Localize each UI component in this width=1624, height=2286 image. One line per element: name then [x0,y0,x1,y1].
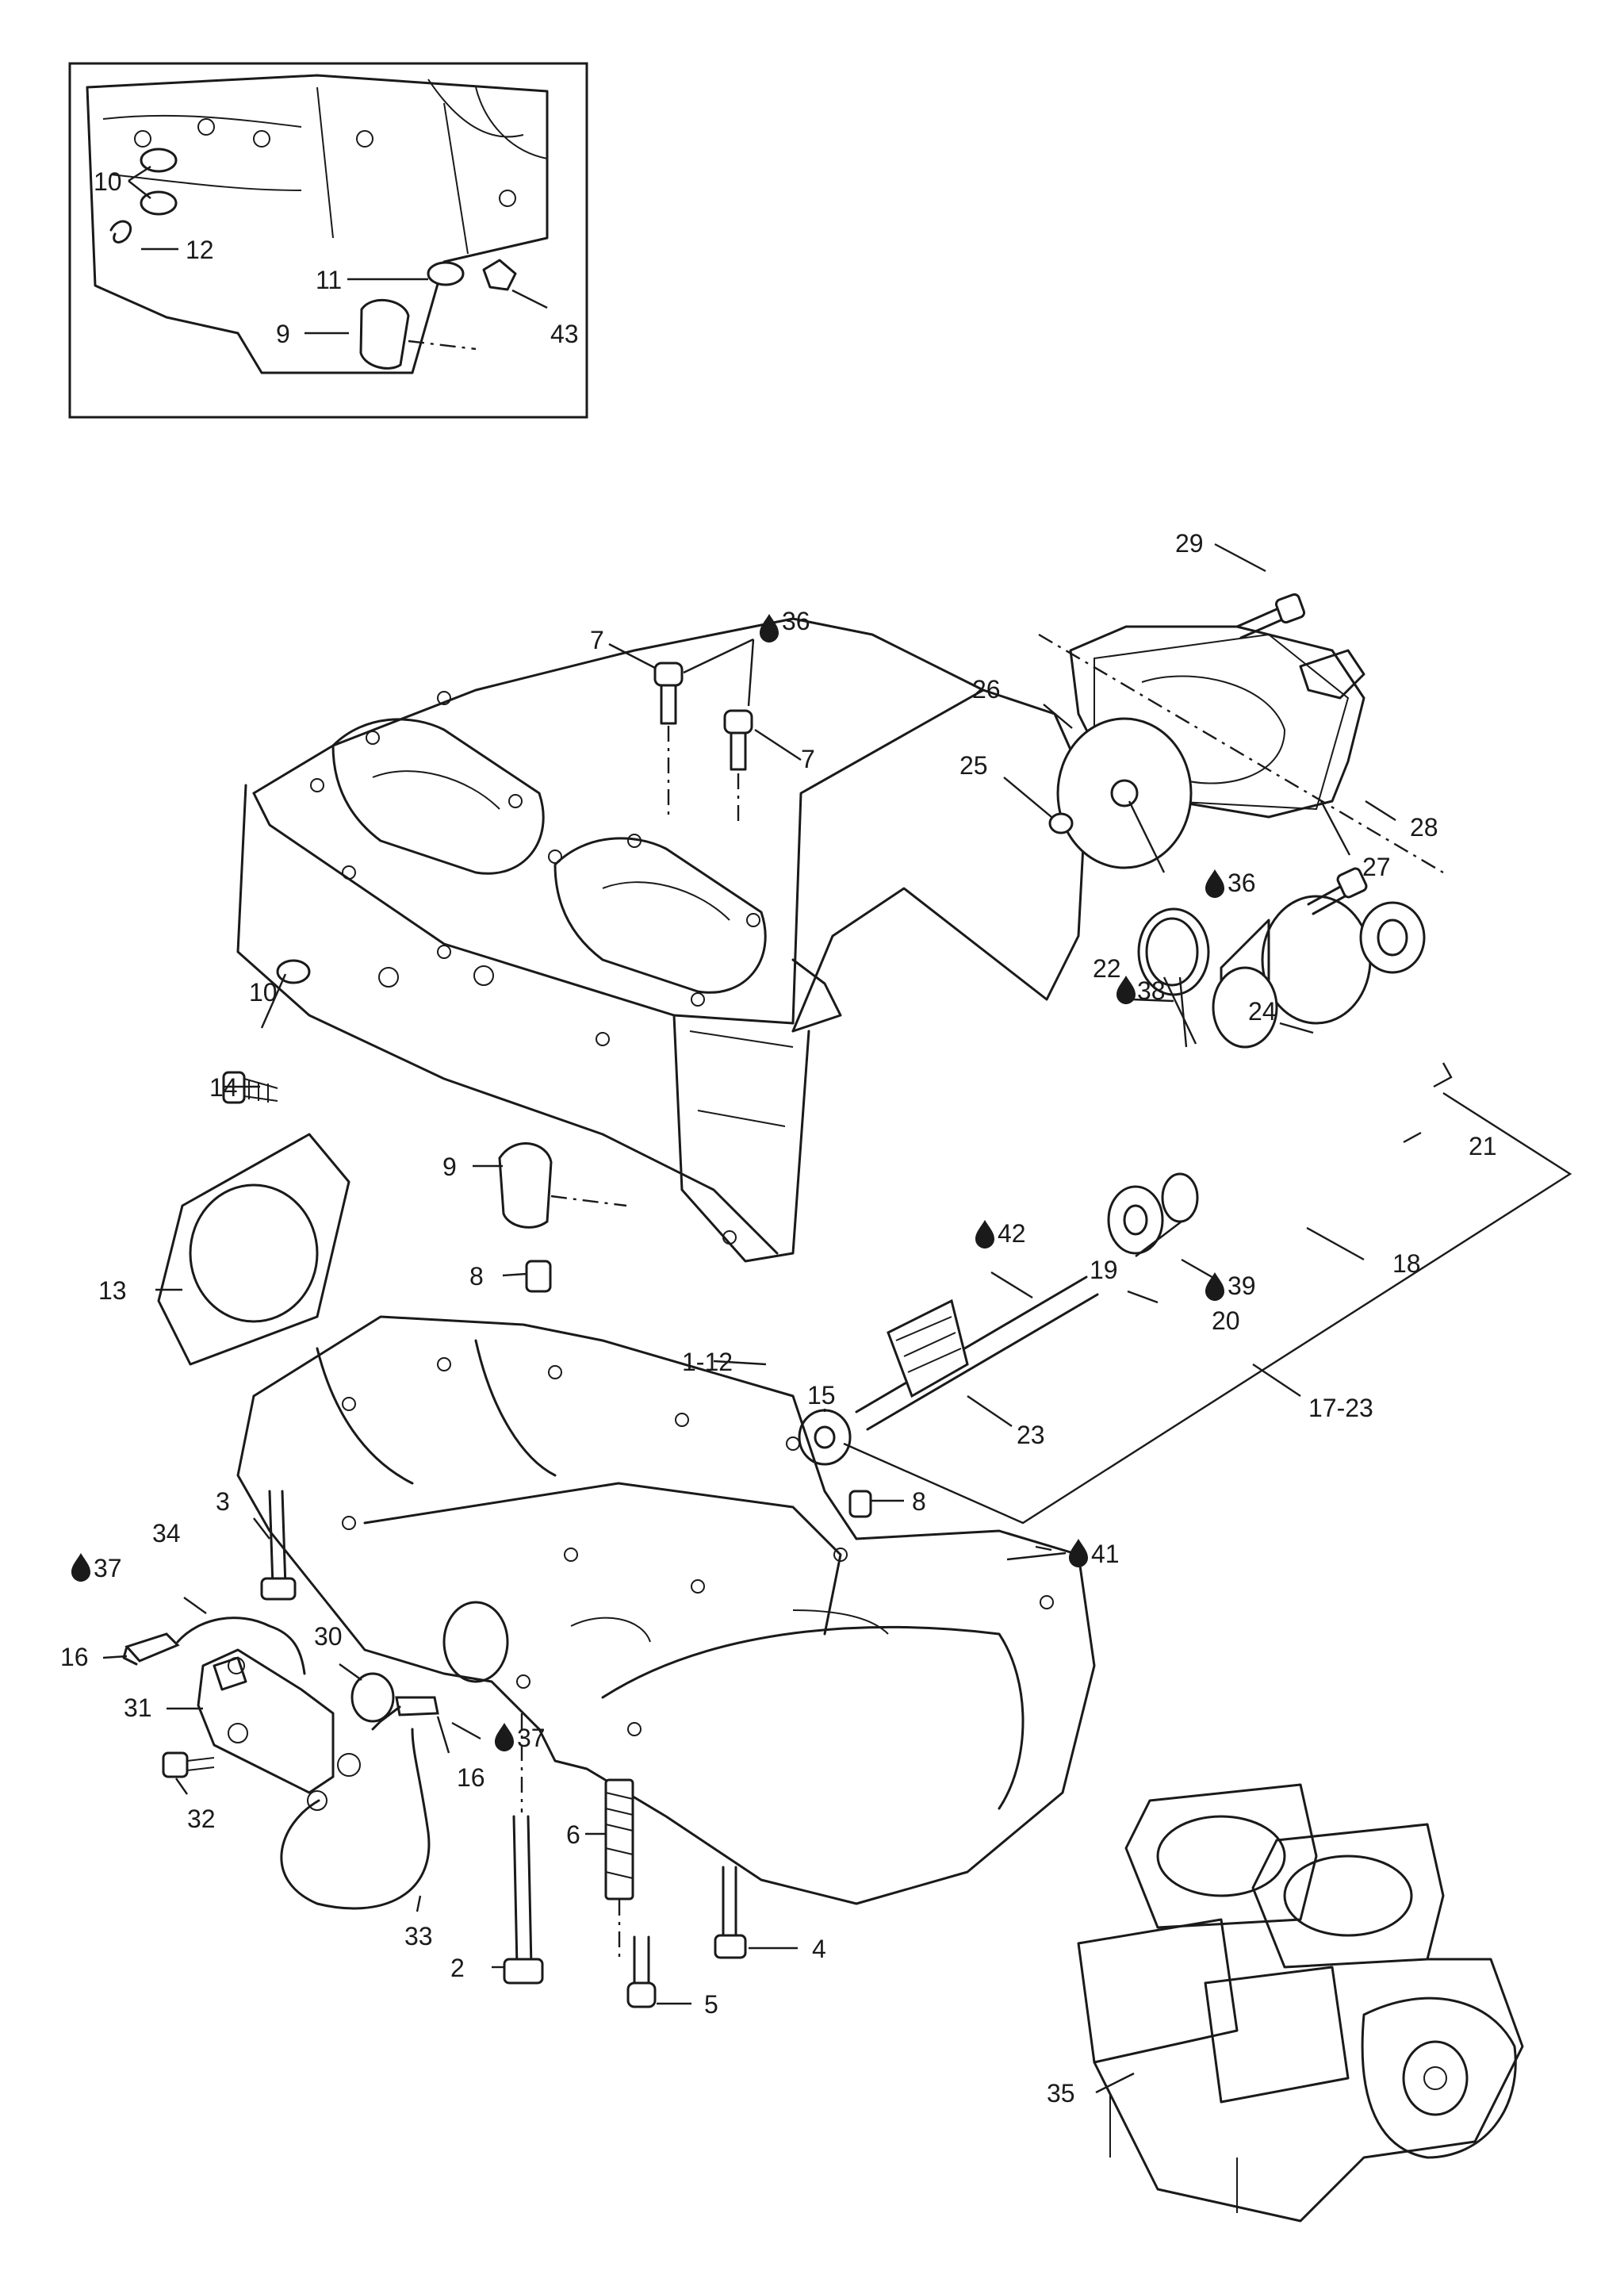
label-39: 39 [1228,1271,1256,1300]
shaft-23 [855,1275,1099,1431]
bolt-7-front [653,662,684,725]
inset-clamp-43 [482,259,517,291]
oil-drop-icon [1116,976,1136,1004]
upper-crankcase [236,617,1088,1263]
oil-drop-icon [975,1220,994,1248]
bolt-24 [1307,867,1368,915]
label-35: 35 [1047,2079,1075,2108]
label-26: 26 [972,675,1001,704]
label-38: 38 [1137,976,1166,1005]
sleeve-9 [498,1142,553,1229]
label-9: 9 [442,1153,457,1181]
label-33: 33 [404,1922,433,1950]
bearing-housing-18 [1212,895,1372,1049]
oil-drop-icon [1069,1539,1088,1567]
label-1-12: 1-12 [682,1348,733,1376]
inset-label-11: 11 [316,266,342,294]
label-5: 5 [704,1990,718,2019]
label-37-left: 37 [94,1554,122,1582]
bolt-4 [714,1866,747,1959]
pin-8-upper [525,1260,552,1293]
plug-10 [276,959,311,984]
label-25: 25 [959,751,988,780]
hose-34 [176,1617,306,1675]
label-21: 21 [1469,1132,1497,1160]
inset-label-43: 43 [550,320,579,348]
bolt-3 [260,1490,297,1601]
inset-label-12: 12 [186,236,214,264]
label-7-front: 7 [590,626,604,654]
bolt-29 [1235,593,1306,639]
label-16-left: 16 [60,1643,89,1671]
seal-22 [1137,907,1210,996]
label-7-rear: 7 [801,745,815,773]
label-8-lower: 8 [912,1487,926,1516]
inset-label-10: 10 [94,167,122,196]
label-36-pump: 36 [1228,869,1256,897]
label-37-right: 37 [517,1724,546,1752]
fitting-16-left [122,1632,180,1666]
oil-drop-icon [1205,1272,1224,1301]
label-36-top: 36 [782,607,810,635]
impeller-26 [1056,717,1193,869]
label-15: 15 [807,1381,836,1410]
label-10: 10 [249,978,278,1007]
inset-fitting-11 [427,261,465,286]
bearing-21 [1359,901,1426,974]
bolt-7-rear [723,709,753,771]
bearing-20 [1107,1185,1164,1255]
inset-detail: 10 12 11 9 43 [68,62,588,419]
inset-sleeve-9 [359,298,410,370]
engine-assembly-35 [1077,1783,1524,2223]
label-30: 30 [314,1622,343,1651]
label-28: 28 [1410,813,1438,842]
oil-pump-31 [197,1648,361,1811]
bolt-2 [503,1815,544,1985]
o-ring-30 [350,1672,395,1723]
label-4: 4 [812,1935,826,1963]
label-29: 29 [1175,529,1204,558]
hose-33 [280,1728,431,1910]
inset-clip-12 [109,220,132,244]
inset-plug-10a [140,148,178,173]
oil-drop-icon [495,1723,514,1751]
label-23: 23 [1017,1421,1045,1449]
label-32: 32 [187,1805,216,1833]
label-2: 2 [450,1954,465,1982]
lower-crankcase [236,1315,1096,1905]
oil-drop-icon [1205,869,1224,898]
gasket-13 [157,1133,350,1366]
label-16-right: 16 [457,1763,485,1792]
label-14: 14 [209,1073,238,1102]
label-20: 20 [1212,1306,1240,1335]
label-8-upper: 8 [469,1262,484,1291]
label-34: 34 [152,1519,181,1548]
washer-25 [1048,812,1074,834]
label-41: 41 [1091,1540,1120,1568]
stud-6 [604,1778,634,1901]
label-19: 19 [1090,1256,1118,1284]
label-3: 3 [216,1487,230,1516]
label-31: 31 [124,1693,152,1722]
oil-drop-icon [760,614,779,642]
oil-drop-icon [71,1553,90,1582]
label-22: 22 [1093,954,1121,983]
bolt-5 [626,1935,657,2008]
label-6: 6 [566,1820,580,1849]
label-18: 18 [1392,1249,1421,1278]
label-27: 27 [1362,853,1391,881]
label-13: 13 [98,1276,127,1305]
seal-19 [1161,1172,1199,1223]
inset-crankcase-sketch [86,74,549,374]
screw-32 [162,1751,215,1778]
label-24: 24 [1248,997,1277,1026]
label-42: 42 [998,1219,1026,1248]
label-17-23: 17-23 [1308,1394,1373,1422]
inset-label-9: 9 [276,320,290,348]
fitting-16-right [371,1696,439,1731]
pin-8-lower [848,1490,872,1518]
